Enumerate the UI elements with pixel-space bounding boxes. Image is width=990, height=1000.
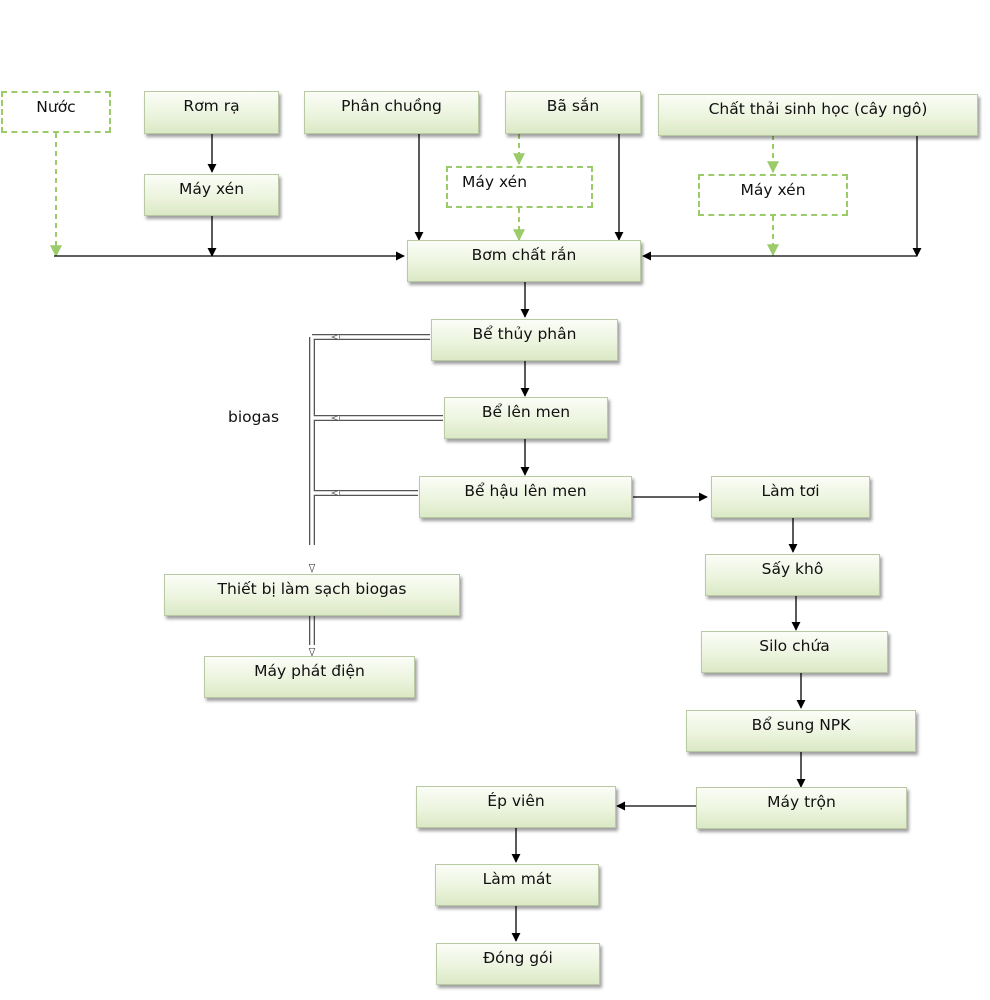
node-silo-chua: Silo chứa (701, 631, 888, 673)
node-be-hau-len-men: Bể hậu lên men (419, 476, 632, 518)
node-may-xen-1: Máy xén (144, 174, 279, 216)
node-say-kho: Sấy khô (705, 554, 880, 596)
node-rom-ra: Rơm rạ (144, 91, 279, 134)
label-biogas: biogas (228, 408, 280, 426)
node-lam-mat: Làm mát (435, 864, 599, 906)
biogas-connectors (312, 337, 443, 656)
node-phan-chuong: Phân chuồng (304, 91, 479, 134)
node-dong-goi: Đóng gói (436, 943, 600, 985)
node-may-xen-3: Máy xén (698, 174, 848, 216)
node-ep-vien: Ép viên (416, 786, 616, 828)
node-may-xen-2: Máy xén (446, 166, 593, 208)
solid-connectors (54, 134, 922, 942)
node-bom-chat-ran: Bơm chất rắn (407, 240, 641, 282)
node-be-thuy-phan: Bể thủy phân (431, 319, 618, 361)
node-bo-sung-npk: Bổ sung NPK (686, 710, 916, 752)
node-nuoc: Nước (1, 91, 111, 133)
dashed-connectors (50, 133, 779, 258)
node-ba-san: Bã sắn (505, 91, 641, 134)
node-chat-thai-sinh-hoc: Chất thải sinh học (cây ngô) (658, 94, 978, 136)
node-be-len-men: Bể lên men (444, 397, 608, 439)
node-may-phat-dien: Máy phát điện (204, 656, 415, 698)
node-may-tron: Máy trộn (696, 787, 907, 829)
node-thiet-bi-lam-sach-biogas: Thiết bị làm sạch biogas (164, 574, 460, 616)
node-lam-toi: Làm tơi (711, 476, 870, 518)
